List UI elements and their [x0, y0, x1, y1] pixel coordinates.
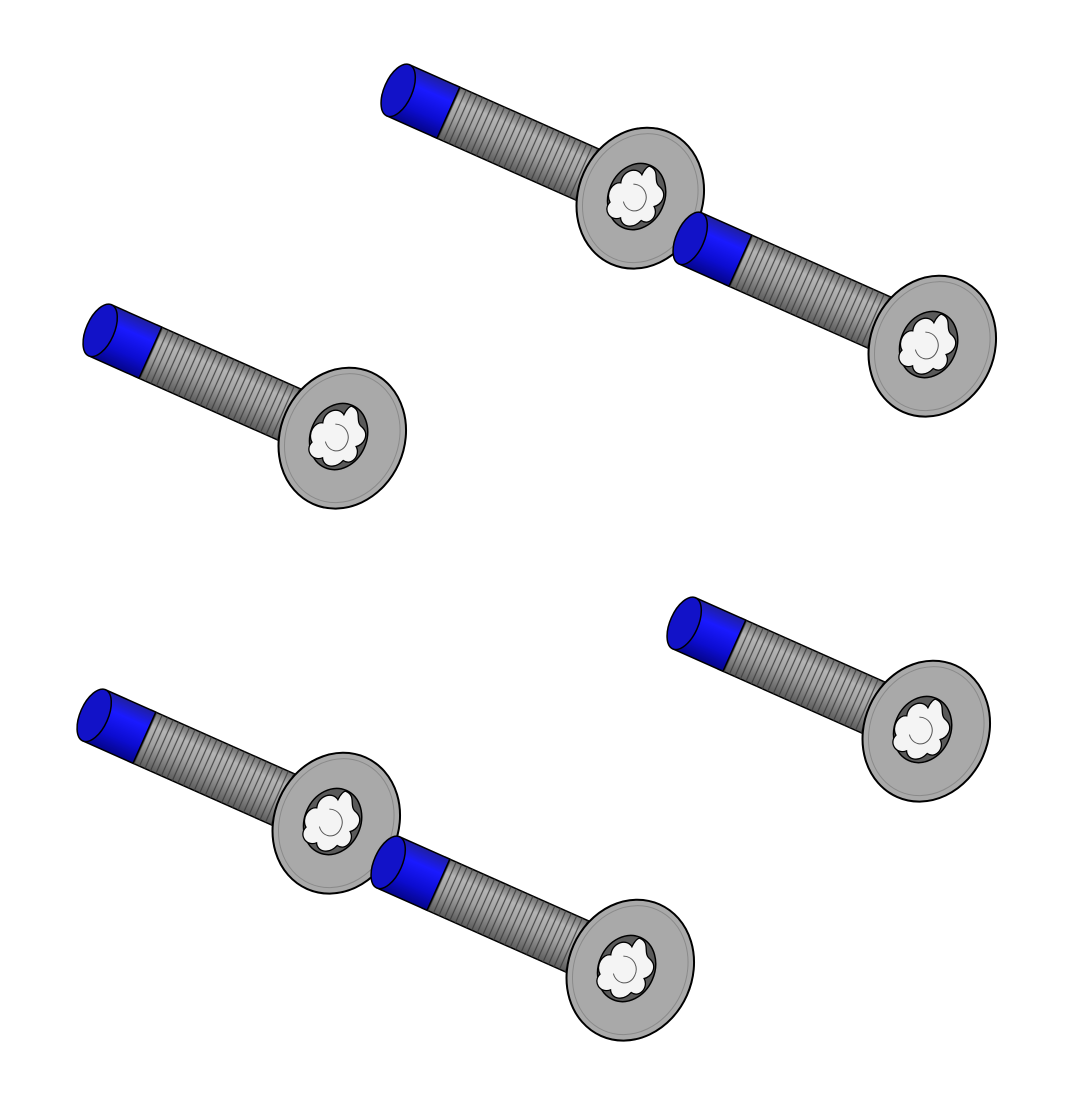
screw-1: [355, 17, 728, 291]
screw-6: [345, 789, 718, 1063]
screw-5: [51, 642, 424, 916]
screw-3: [57, 257, 430, 531]
screw-4: [641, 550, 1014, 824]
screw-2: [647, 165, 1020, 439]
